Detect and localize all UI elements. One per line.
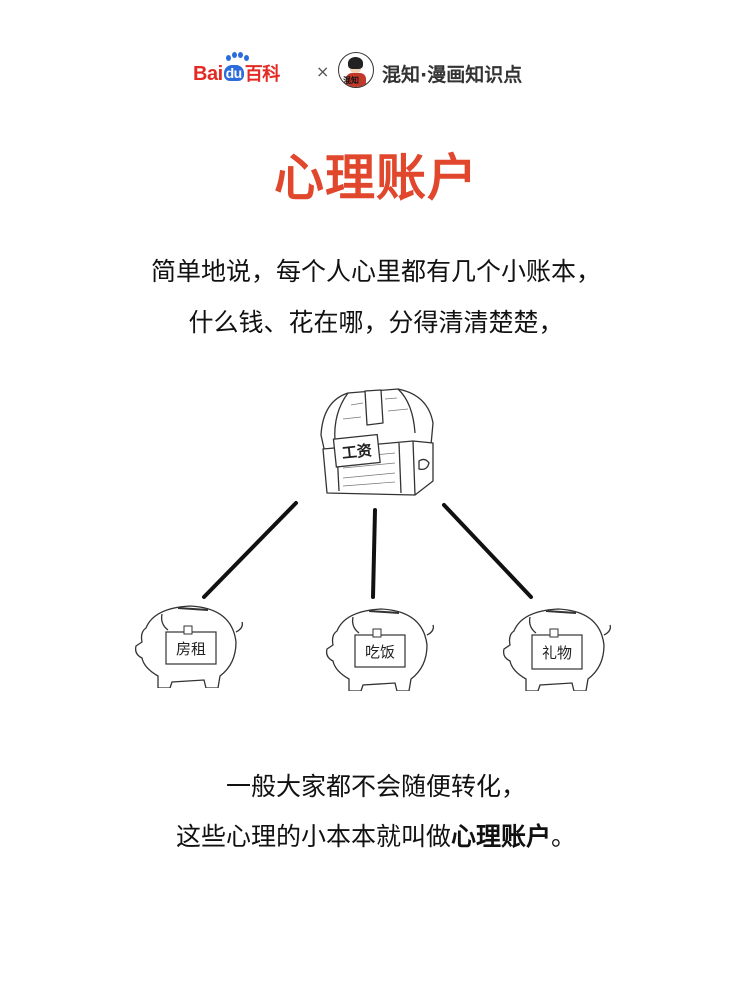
- intro-line-2: 什么钱、花在哪，分得清清楚楚，: [188, 308, 564, 337]
- source-label: 工资: [341, 441, 373, 462]
- account-label-gift: 礼物: [542, 644, 572, 662]
- conclusion-suffix: 。: [551, 822, 577, 851]
- conclusion-emphasis: 心理账户: [450, 822, 551, 851]
- collab-separator: ×: [316, 62, 330, 81]
- piggy-bank-gift: 礼物: [502, 608, 612, 691]
- hunzhi-avatar: 混知: [338, 52, 374, 88]
- baidu-text: Bai: [193, 63, 223, 85]
- avatar-caption: 混知: [343, 76, 359, 85]
- paw-icon: [224, 52, 250, 62]
- intro-line-1: 简单地说，每个人心里都有几个小账本，: [150, 257, 601, 286]
- account-label-rent: 房租: [176, 640, 206, 658]
- partner-name: 混知·漫画知识点: [382, 64, 523, 86]
- treasure-chest-icon: 工资: [320, 388, 434, 496]
- piggy-bank-rent: 房租: [134, 605, 244, 688]
- piggy-bank-food: 吃饭: [325, 608, 435, 691]
- conclusion-line-2: 这些心理的小本本就叫做心理账户。: [0, 817, 752, 853]
- page-title: 心理账户: [274, 149, 478, 207]
- conclusion-line-1: 一般大家都不会随便转化，: [225, 772, 526, 801]
- baidu-du-badge: du: [223, 65, 244, 81]
- baike-text: 百科: [244, 64, 281, 84]
- account-label-food: 吃饭: [365, 643, 395, 661]
- conclusion-prefix: 这些心理的小本本就叫做: [175, 822, 451, 851]
